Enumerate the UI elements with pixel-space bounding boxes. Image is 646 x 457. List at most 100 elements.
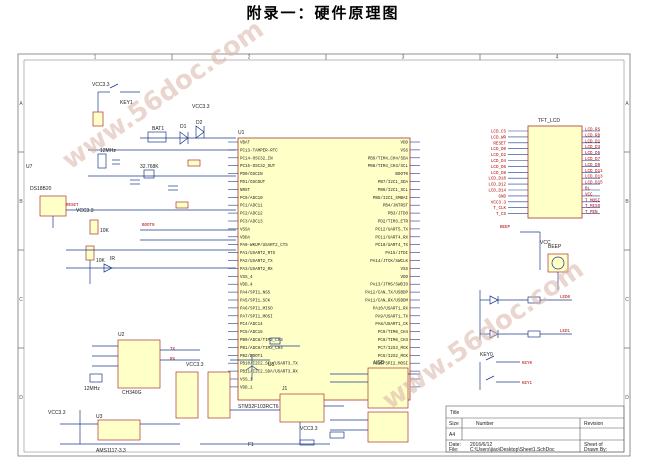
lcd-net-left: LCD_D2 — [491, 154, 507, 158]
right-io-circuit — [479, 231, 572, 390]
mcu-pin-left: PA2/USART2_TX — [240, 259, 273, 264]
tb-size-label: Size — [449, 421, 459, 427]
lcd-net-right: LCD_RS — [585, 129, 601, 133]
mcu-pin-right: PB8/TIM4_CH3/SCL — [368, 164, 409, 169]
xtal1-label: 12MHz — [100, 148, 116, 154]
mcu-pin-right: VDD — [400, 142, 408, 146]
tb-date: 2016/6/12 — [470, 442, 492, 448]
lcd-net-right: T_MISO — [585, 205, 601, 209]
tb-revision-label: Revision — [584, 421, 603, 427]
lcd-net-right: LCD_D5 — [585, 152, 601, 156]
grid-row-right: B — [625, 199, 629, 205]
u7-ref: U7 — [26, 164, 33, 170]
lcd-net-left: LCD_D10 — [488, 178, 506, 182]
mcu-pin-left: PB2/BOOT1 — [240, 354, 263, 359]
mcu-pin-left: PC13-TAMPER-RTC — [240, 149, 278, 153]
mcu-pin-left: PA0-WKUP/USART2_CTS — [240, 243, 288, 248]
mcu-pin-left: PA7/SPI1_MOSI — [240, 314, 273, 319]
lcd-net-left: LCD_CS — [491, 131, 507, 135]
lcd-net-right: LCD_D11 — [585, 170, 603, 174]
lcd-net-left: LCD_D8 — [491, 172, 507, 176]
mcu-pin-right: PA14/JTCK/SWCLK — [370, 259, 408, 264]
diode2-ref: D2 — [196, 120, 203, 126]
lcd-net-right: LCD_D15 — [585, 182, 603, 186]
mcu-pin-right: BOOT0 — [395, 173, 408, 177]
mcu-pin-left: PB11/I2C2_SDA/USART3_RX — [240, 370, 298, 375]
lcd-right-nets: LCD_RSLCD_RDLCD_D1LCD_D3LCD_D5LCD_D7LCD_… — [582, 129, 603, 215]
mcu-pin-left: PC5/ADC15 — [240, 330, 263, 335]
j1-ref: J1 — [282, 386, 288, 392]
mcu-pin-right: PB7/I2C1_SDA — [378, 180, 409, 185]
mcu-pin-right: PC9/TIM8_CH4 — [378, 330, 409, 335]
mcu-pin-right: PA12/CAN_TX/USBDP — [365, 291, 408, 296]
dsb-ref: DS18B20 — [30, 186, 52, 192]
grid-row-left: B — [19, 199, 23, 205]
grid-row-right: D — [625, 395, 629, 401]
grid-row-left: D — [19, 395, 23, 401]
mcu-pin-left: PC3/ADC13 — [240, 220, 263, 225]
lcd-net-left: LCD_D6 — [491, 166, 507, 170]
mcu-pin-right: VSS — [400, 268, 408, 272]
mcu-pin-right: PA15/JTDI — [385, 251, 408, 256]
mcu-pin-left: PB0/ADC8/TIM3_CH3 — [240, 338, 283, 343]
mcu-pin-right: PB9/TIM4_CH4/SDA — [368, 156, 409, 161]
watermark-1: www.56doc.com — [57, 14, 270, 175]
u5-ref: U5 — [268, 362, 275, 368]
grid-row-left: C — [19, 297, 23, 303]
mcu-pin-left: NRST — [240, 189, 251, 193]
mcu-pin-left: VDD_4 — [240, 284, 253, 288]
lcd-net-left: VCC3.3 — [491, 201, 507, 205]
mcu-pin-right: PC10/UART4_TX — [375, 243, 408, 248]
mcu-pin-right: PA8/USART1_CK — [375, 322, 408, 327]
tb-size: A4 — [449, 432, 455, 438]
ldo-label: AMS1117-3.3 — [96, 448, 126, 454]
mcu-pin-left: PA5/SPI1_SCK — [240, 299, 271, 304]
key0-net: KEY0 — [522, 362, 533, 366]
lcd-net-right: T_MOSI — [585, 199, 601, 203]
lcd-net-left: GND — [498, 195, 506, 199]
mcu-part: STM32F103RCT6 — [238, 404, 279, 410]
tb-file-label: File: — [449, 447, 458, 453]
tb-title-label: Title — [450, 410, 459, 416]
battery-ref: BAT1 — [152, 126, 164, 132]
mcu-pin-right: PA13/JTMS/SWDIO — [370, 283, 408, 288]
vcc-right: VCC — [540, 240, 551, 246]
grid-col-top: 2 — [248, 55, 251, 61]
mcu-pin-left: PA1/USART2_RTS — [240, 251, 276, 256]
mcu-pin-left: VSSA — [240, 228, 251, 232]
mcu-pin-right: PB15/SPI2_MOSI — [373, 362, 409, 367]
mcu-pin-right: PC8/TIM8_CH3 — [378, 338, 409, 343]
tb-file: C:\Users\jiao\Desktop\Sheet1.SchDoc — [470, 447, 555, 453]
lcd-net-right: LCD_D13 — [585, 176, 603, 180]
lcd-net-left: LCD_D4 — [491, 160, 507, 164]
ch340-label: CH340G — [122, 390, 142, 396]
lcd-net-right: LCD_RD — [585, 134, 601, 138]
beep-net: BEEP — [500, 226, 511, 230]
mcu-pin-left: PA6/SPI1_MISO — [240, 306, 273, 311]
mcu-pin-right: PB3/JTDO — [388, 212, 409, 217]
diode1-ref: D1 — [180, 124, 187, 130]
mcu-pin-left: PC0/ADC10 — [240, 196, 263, 201]
grid-col-top: 4 — [556, 55, 559, 61]
mcu-pin-left: PD0/OSCIN — [240, 172, 263, 177]
vcc33-mid: VCC3.3 — [186, 362, 204, 368]
mcu-pin-left: VDDA — [240, 236, 251, 240]
usb-uart-circuit — [60, 337, 420, 446]
mcu-pin-left: PC15-OSC32_OUT — [240, 165, 276, 169]
xtal2-label: 32.768K — [140, 164, 159, 170]
mcu-pin-right: PC11/UART4_RX — [375, 235, 408, 240]
vcc33-ldo: VCC3.3 — [48, 410, 66, 416]
rx-net: RX — [170, 358, 176, 362]
mcu-pin-left: PC1/ADC11 — [240, 204, 263, 209]
beep-ref: BEEP — [548, 244, 562, 250]
vcc33-top2: VCC3.3 — [192, 104, 210, 110]
mcu-pin-left: PC4/ADC14 — [240, 322, 263, 327]
lcd-net-right: VCC — [585, 193, 593, 197]
top-left-circuit — [60, 83, 236, 211]
lcd-net-left: RESET — [493, 142, 506, 146]
mcu-ref: U1 — [238, 130, 245, 136]
lcd-left-nets: LCD_CSLCD_WRRESETLCD_D0LCD_D2LCD_D4LCD_D… — [488, 131, 528, 217]
mcu-stm32: U1 STM32F103RCT6 VBATPC13-TAMPER-RTCPC14… — [228, 130, 420, 410]
mcu-pin-right: PC7/I2S3_MCK — [378, 346, 409, 351]
